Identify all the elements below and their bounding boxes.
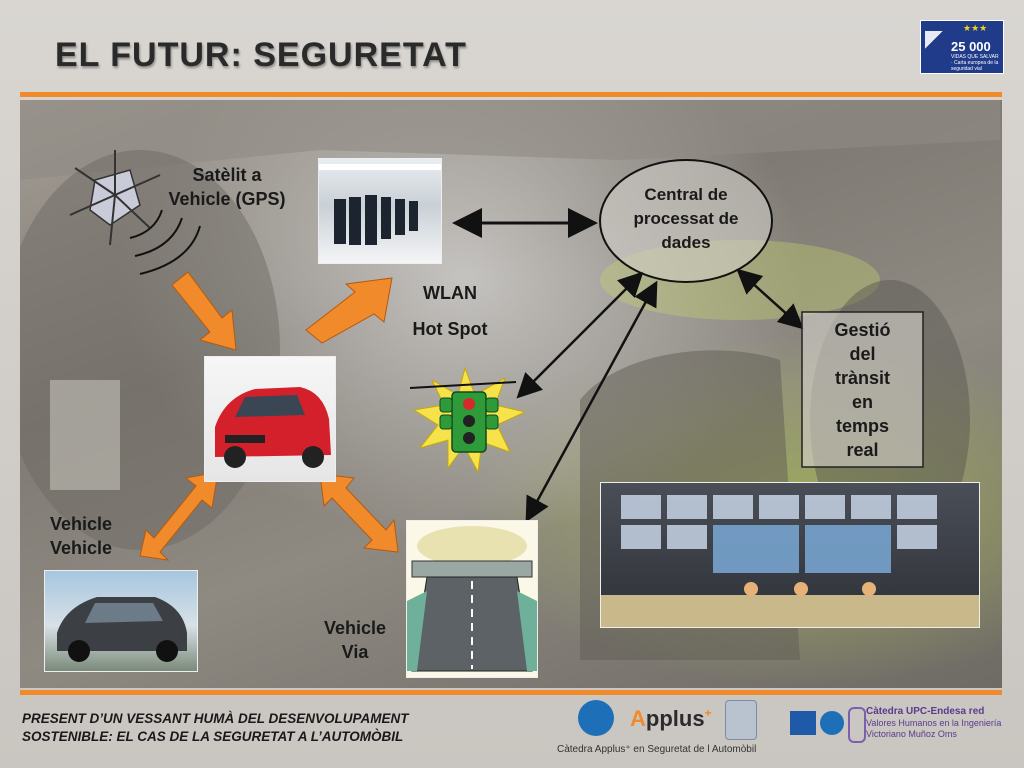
endesa-logo-mark [790, 711, 816, 735]
top-rule [20, 92, 1002, 97]
catedra-endesa-logo: Càtedra UPC-Endesa red Valores Humanos e… [788, 703, 1004, 743]
arrow-via-central [525, 280, 658, 523]
upc-logo [578, 700, 614, 736]
road-icon [925, 31, 947, 69]
university-seal-logo [725, 700, 757, 740]
arrow-car-vehicle-via [319, 473, 399, 553]
label-central: Central de processat de dades [633, 185, 739, 252]
label-vehicle-via: Vehicle Via [323, 618, 387, 662]
label-hotspot: Hot Spot [412, 319, 488, 339]
arrow-satellite-to-car [171, 271, 237, 351]
arrow-car-to-server [305, 277, 393, 344]
footer-line-2: SOSTENIBLE: EL CAS DE LA SEGURETAT A L’A… [22, 729, 404, 744]
satellite-icon [69, 150, 201, 275]
label-wlan: WLAN [423, 283, 477, 303]
slide-title: EL FUTUR: SEGURETAT [55, 36, 467, 74]
gestio-box [801, 311, 924, 468]
catedra-line-2: Valores Humanos en la Ingeniería [866, 718, 1002, 728]
upc-logo-mark [820, 711, 844, 735]
catedra-line-3: Victoriano Muñoz Oms [866, 729, 957, 739]
footer-caption: Càtedra Applus⁺ en Seguretat de l Automò… [557, 744, 757, 755]
stars-icon: ★★★ [963, 23, 988, 33]
server-room-image [318, 158, 442, 264]
catedra-line-1: Càtedra UPC-Endesa red [866, 706, 985, 717]
arrow-trafficlight-central [516, 271, 644, 399]
arrow-central-gestio [736, 268, 804, 330]
road-tunnel-image [406, 520, 538, 678]
vmo-logo-mark [848, 707, 866, 743]
logo-number: 25 000 [951, 39, 991, 54]
traffic-light-icon [409, 366, 527, 474]
central-node [599, 159, 773, 283]
logo-subtitle: VIDAS QUE SALVAR · Carta europea de la s… [951, 54, 999, 72]
footer-text: PRESENT D’UN VESSANT HUMÀ DEL DESENVOLUP… [22, 710, 409, 746]
label-vehicle-vehicle: Vehicle Vehicle [49, 514, 113, 558]
footer-line-1: PRESENT D’UN VESSANT HUMÀ DEL DESENVOLUP… [22, 711, 409, 726]
grey-car-image [44, 570, 198, 672]
control-room-image [600, 482, 980, 628]
applus-logo: Applus+ [630, 706, 712, 731]
arrow-car-vehicle-vehicle [139, 471, 219, 561]
road-safety-logo: ★★★ 25 000 VIDAS QUE SALVAR · Carta euro… [920, 20, 1004, 74]
label-satellite: Satèlit a Vehicle (GPS) [168, 165, 286, 209]
orange-arrows [139, 271, 399, 561]
red-car-image [204, 356, 336, 482]
label-gestio: Gestió del trànsit en temps real [834, 320, 891, 460]
bottom-rule [20, 690, 1002, 695]
